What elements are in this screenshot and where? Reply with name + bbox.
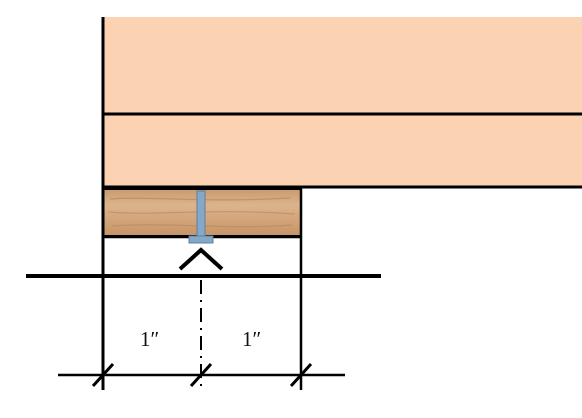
dimension-label-left: 1″ [140, 327, 159, 351]
dimension-tick-right [289, 362, 313, 388]
upper-board [103, 17, 582, 114]
support-caret-icon [178, 247, 224, 271]
lower-board [103, 114, 582, 186]
fastener-icon [188, 190, 214, 244]
dimension-tick-left [91, 362, 115, 388]
dimension-tick-center [189, 362, 213, 388]
dimension-label-right: 1″ [242, 327, 261, 351]
